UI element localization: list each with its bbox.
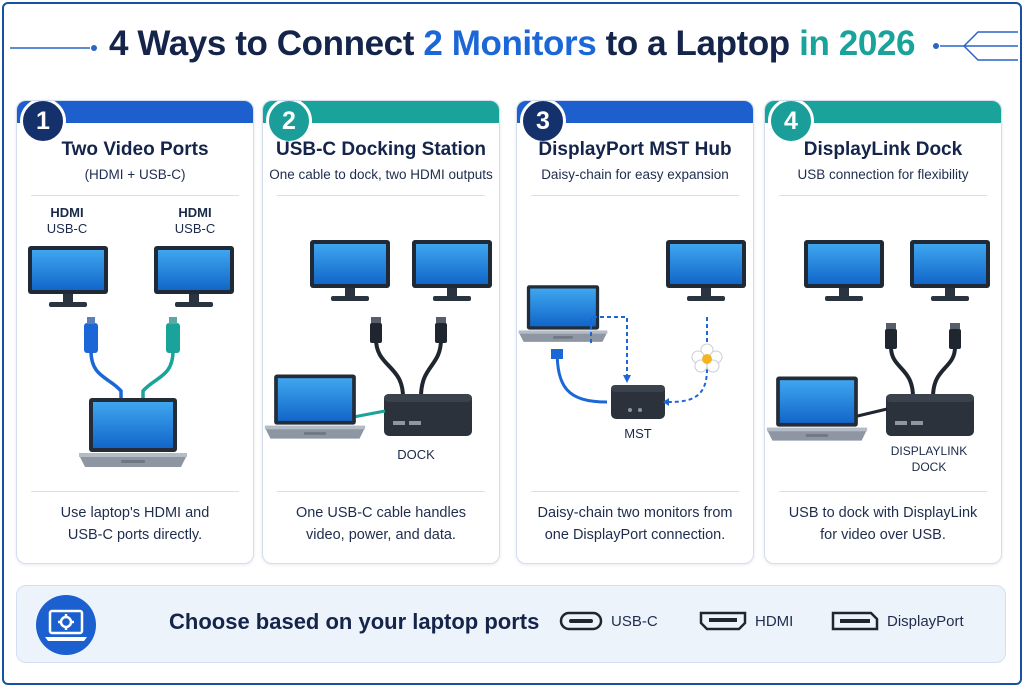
monitor-icon <box>804 240 884 301</box>
laptop-gear-icon <box>36 595 96 655</box>
monitor-icon <box>412 240 492 301</box>
displaylink-dock-icon <box>886 394 974 436</box>
flower-icon <box>691 343 723 373</box>
illustration-docking-station: DOCK <box>264 240 492 462</box>
card-displaylink-dock: 4 DisplayLink Dock USB connection for fl… <box>764 100 1002 564</box>
label-usbc-right: USB-C <box>175 221 215 236</box>
hdmi-plug-icon <box>84 323 98 353</box>
divider <box>779 491 987 492</box>
card-usb-c-docking-station: 2 USB-C Docking Station One cable to doc… <box>262 100 500 564</box>
label-hdmi-left: HDMI <box>50 205 83 220</box>
footer-text: Choose based on your laptop ports <box>169 609 540 634</box>
card-title: DisplayLink Dock <box>803 139 963 160</box>
dock-icon <box>384 394 472 436</box>
legend-usb-c: USB-C <box>559 610 658 632</box>
page-title: 4 Ways to Connect 2 Monitors to a Laptop… <box>108 24 916 63</box>
mst-hub-icon <box>611 385 665 419</box>
usb-c-port-icon <box>559 611 603 631</box>
divider <box>277 195 485 196</box>
illustration-direct-ports: HDMI USB-C HDMI USB-C <box>28 205 234 467</box>
card-title: Two Video Ports <box>61 139 209 160</box>
usb-plug-icon <box>949 323 961 349</box>
hdmi-port-icon <box>699 611 747 631</box>
circuit-decoration-left <box>10 45 97 51</box>
card-header-bar <box>17 101 253 123</box>
displayport-port-icon <box>831 611 879 631</box>
card-title: DisplayPort MST Hub <box>538 139 732 160</box>
step-number-badge: 2 <box>266 101 312 144</box>
hdmi-plug-icon <box>435 317 447 343</box>
hdmi-plug-icon <box>370 317 382 343</box>
card-subtitle: (HDMI + USB-C) <box>84 167 186 182</box>
monitor-icon <box>310 240 390 301</box>
legend-displayport: DisplayPort <box>831 610 964 632</box>
step-number-badge: 3 <box>520 101 566 144</box>
laptop-icon <box>518 285 608 342</box>
circuit-decoration-right <box>933 31 1018 61</box>
footer-banner: Choose based on your laptop ports USB-C … <box>16 585 1006 663</box>
divider <box>277 491 485 492</box>
monitor-icon <box>28 246 108 307</box>
step-number-badge: 4 <box>768 101 814 144</box>
laptop-icon <box>79 398 187 467</box>
mst-label: MST <box>624 426 652 441</box>
card-title: USB-C Docking Station <box>275 139 487 160</box>
legend-label: DisplayPort <box>887 612 964 630</box>
usb-c-plug-icon <box>166 323 180 353</box>
usb-plug-icon <box>885 323 897 349</box>
divider <box>31 491 239 492</box>
card-header-bar <box>263 101 499 123</box>
laptop-icon <box>264 374 366 439</box>
step-number-badge: 1 <box>20 101 66 144</box>
legend-label: HDMI <box>755 612 794 630</box>
divider <box>31 195 239 196</box>
legend-label: USB-C <box>611 612 658 630</box>
laptop-icon <box>766 376 868 441</box>
card-header-bar <box>517 101 753 123</box>
card-subtitle: One cable to dock, two HDMI outputs <box>269 167 493 182</box>
divider <box>531 195 739 196</box>
divider <box>531 491 739 492</box>
card-subtitle: USB connection for flexibility <box>797 167 969 182</box>
card-subtitle: Daisy-chain for easy expansion <box>541 167 729 182</box>
displaylink-label: DISPLAYLINK <box>891 444 967 458</box>
label-usbc-left: USB-C <box>47 221 87 236</box>
monitor-icon <box>666 240 746 301</box>
illustration-displaylink-dock: DISPLAYLINK DOCK <box>766 240 990 474</box>
monitor-icon <box>154 246 234 307</box>
card-displayport-mst-hub: 3 DisplayPort MST Hub Daisy-chain for ea… <box>516 100 754 564</box>
label-hdmi-right: HDMI <box>178 205 211 220</box>
illustration-mst-hub: MST <box>518 240 746 441</box>
card-two-video-ports: 1 Two Video Ports (HDMI + USB-C) HDMI US… <box>16 100 254 564</box>
dock-label: DOCK <box>397 447 435 462</box>
card-header-bar <box>765 101 1001 123</box>
dock-label: DOCK <box>912 460 947 474</box>
legend-hdmi: HDMI <box>699 610 793 632</box>
divider <box>779 195 987 196</box>
monitor-icon <box>910 240 990 301</box>
